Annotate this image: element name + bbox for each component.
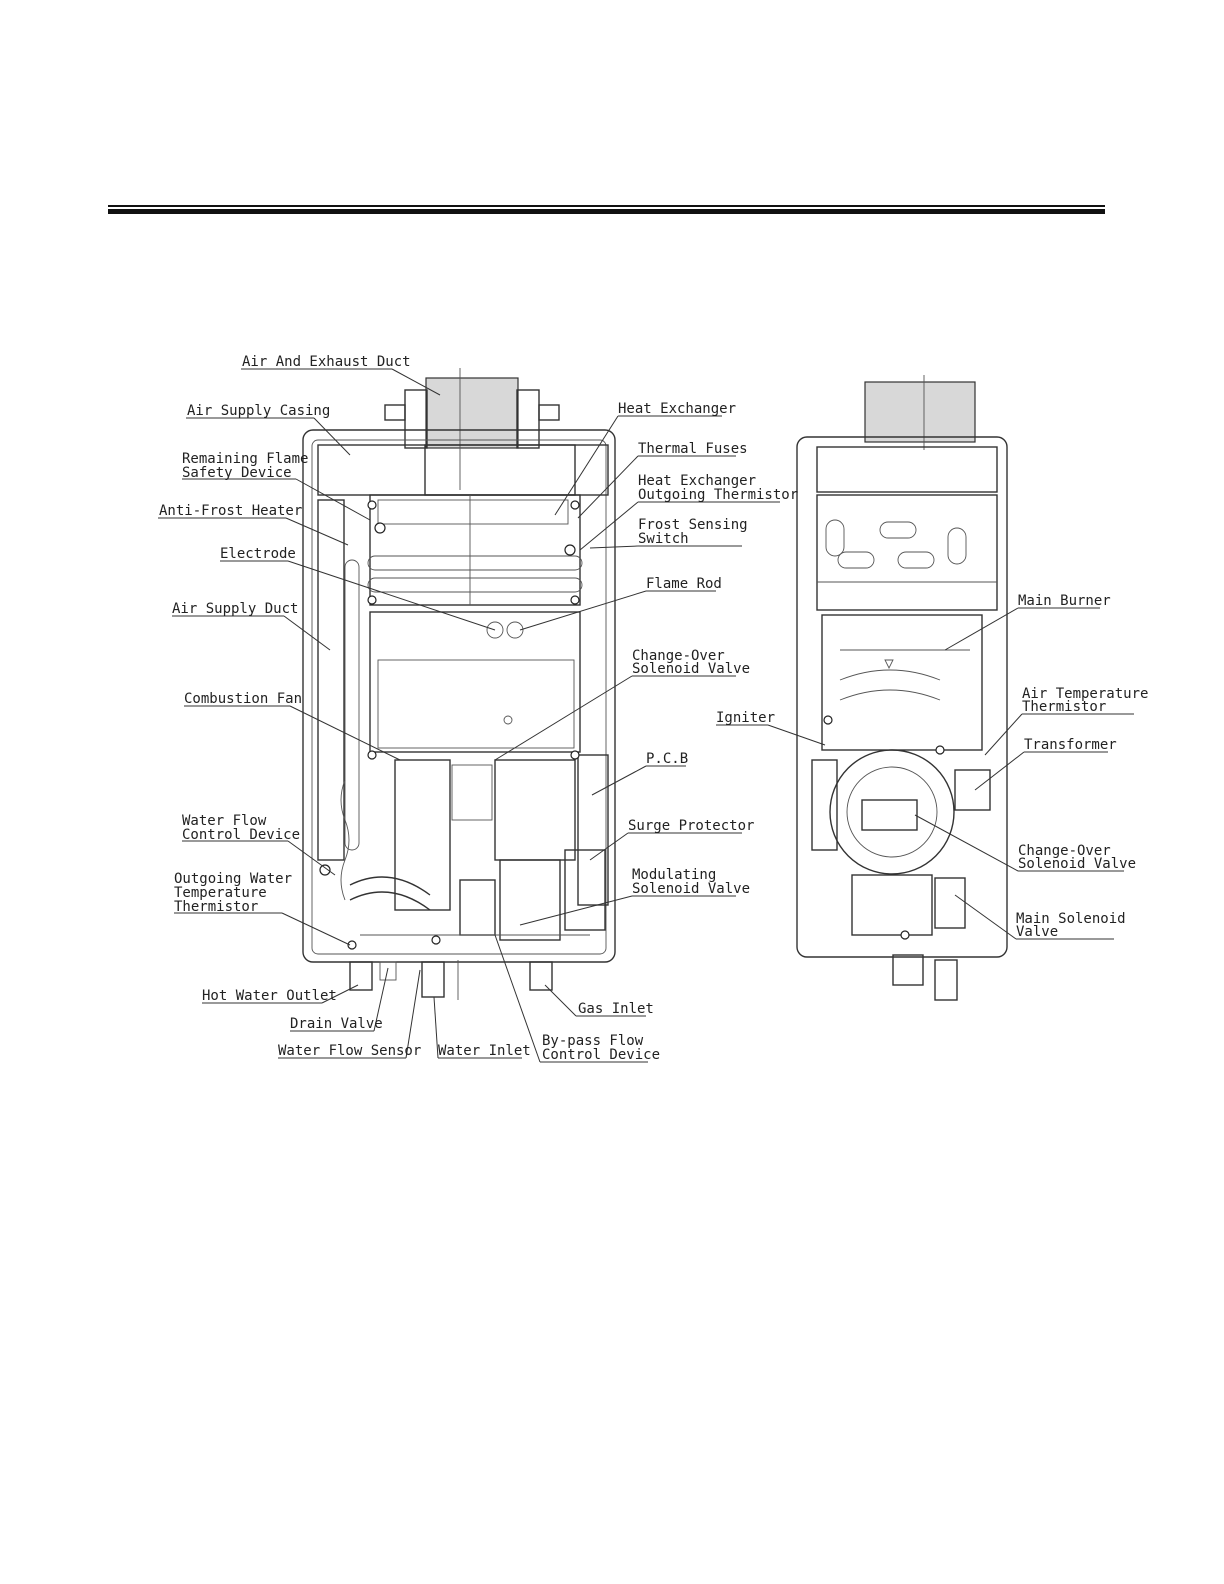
callout-labels: Air And Exhaust Duct Air Supply Casing R… — [159, 354, 1148, 1063]
label-flame-rod: Flame Rod — [646, 576, 722, 592]
label-heat-exchanger: Heat Exchanger — [618, 401, 736, 417]
label-frost-switch-1: Frost Sensing — [638, 517, 748, 533]
label-water-flow-control-2: Control Device — [182, 827, 300, 843]
label-thermal-fuses: Thermal Fuses — [638, 441, 748, 457]
label-igniter: Igniter — [716, 710, 775, 726]
label-outgoing-water-2: Temperature — [174, 885, 267, 901]
header-rule-thick — [108, 209, 1105, 214]
label-bypass-1: By-pass Flow — [542, 1033, 644, 1049]
label-air-temp-2: Thermistor — [1022, 699, 1106, 715]
label-pcb: P.C.B — [646, 751, 688, 767]
label-transformer: Transformer — [1024, 737, 1117, 753]
label-water-flow-control-1: Water Flow — [182, 813, 267, 829]
label-water-inlet: Water Inlet — [438, 1043, 531, 1059]
label-gas-inlet: Gas Inlet — [578, 1001, 654, 1017]
label-drain-valve: Drain Valve — [290, 1016, 383, 1032]
label-outgoing-water-1: Outgoing Water — [174, 871, 292, 887]
label-modulating-2: Solenoid Valve — [632, 881, 750, 897]
label-combustion-fan: Combustion Fan — [184, 691, 302, 707]
label-changeover-1: Change-Over — [632, 648, 725, 664]
label-air-supply-duct: Air Supply Duct — [172, 601, 298, 617]
label-side-changeover-1: Change-Over — [1018, 843, 1111, 859]
label-electrode: Electrode — [220, 546, 296, 562]
label-main-solenoid-2: Valve — [1016, 924, 1058, 940]
label-changeover-2: Solenoid Valve — [632, 661, 750, 677]
label-side-changeover-2: Solenoid Valve — [1018, 856, 1136, 872]
label-frost-switch-2: Switch — [638, 531, 689, 547]
label-hx-thermistor-1: Heat Exchanger — [638, 473, 756, 489]
label-main-burner: Main Burner — [1018, 593, 1111, 609]
header-rule-thin — [108, 205, 1105, 207]
label-air-supply-casing: Air Supply Casing — [187, 403, 330, 419]
label-air-temp-1: Air Temperature — [1022, 686, 1148, 702]
label-anti-frost-heater: Anti-Frost Heater — [159, 503, 302, 519]
label-air-exhaust-duct: Air And Exhaust Duct — [242, 354, 411, 370]
side-view-drawing — [796, 375, 1008, 1001]
label-outgoing-water-3: Thermistor — [174, 899, 258, 915]
label-bypass-2: Control Device — [542, 1047, 660, 1063]
label-water-flow-sensor: Water Flow Sensor — [278, 1043, 421, 1059]
front-view-drawing — [302, 368, 616, 1000]
label-modulating-1: Modulating — [632, 867, 716, 883]
label-remaining-flame-1: Remaining Flame — [182, 451, 308, 467]
label-hx-thermistor-2: Outgoing Thermistor — [638, 487, 798, 503]
label-main-solenoid-1: Main Solenoid — [1016, 911, 1126, 927]
label-hot-water-outlet: Hot Water Outlet — [202, 988, 337, 1004]
label-remaining-flame-2: Safety Device — [182, 465, 292, 481]
label-surge-protector: Surge Protector — [628, 818, 754, 834]
leader-lines — [158, 368, 1134, 1063]
